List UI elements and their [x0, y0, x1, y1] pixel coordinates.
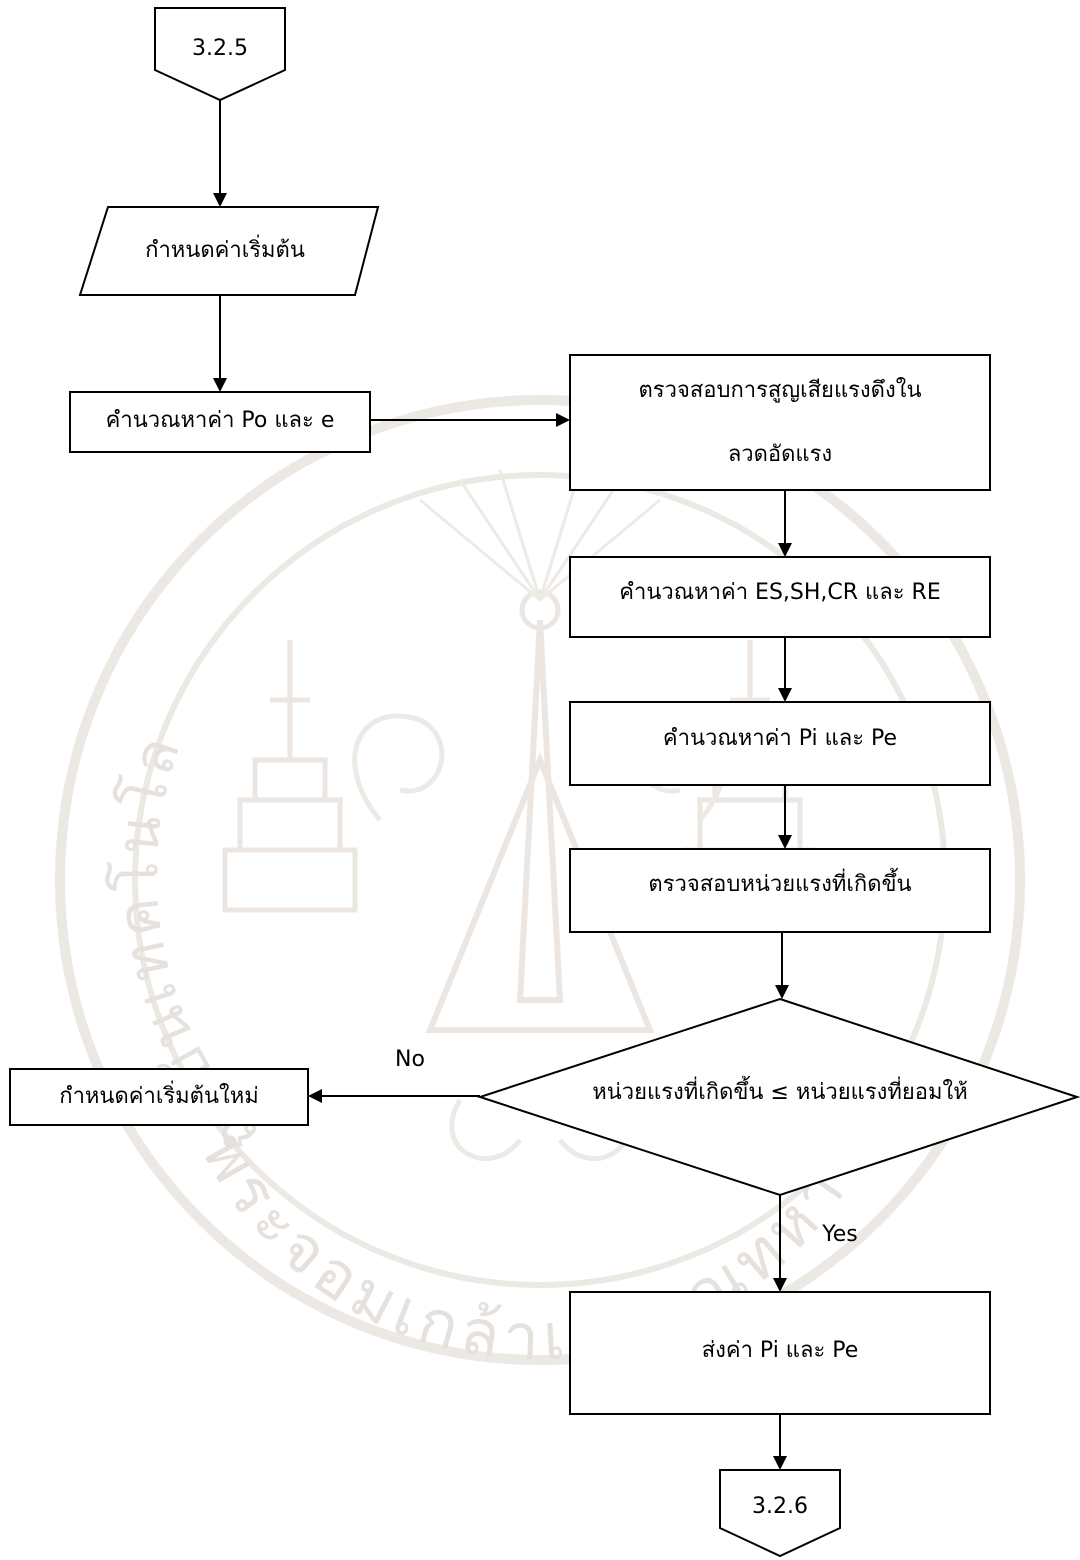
start-connector-label: 3.2.5: [192, 36, 248, 61]
process-box-calc-losses: [569, 556, 991, 638]
end-connector-label: 3.2.6: [752, 1494, 808, 1519]
process-box-calc-po-e: [69, 391, 371, 453]
process-box-output: [569, 1291, 991, 1415]
process-box-check-loss: [569, 354, 991, 491]
process-box-check-stress: [569, 848, 991, 933]
check-loss-label-line1: ตรวจสอบการสูญเสียแรงดึงใน: [638, 378, 922, 403]
process-box-reset: [9, 1068, 309, 1126]
check-loss-label-line2: ลวดอัดแรง: [727, 442, 833, 467]
calc-losses-label: คำนวณหาค่า ES,SH,CR และ RE: [619, 580, 941, 605]
reset-step-label: กำหนดค่าเริ่มต้นใหม่: [59, 1084, 259, 1109]
process-box-calc-pi-pe: [569, 701, 991, 786]
seal-left-text: สถาบันเทคโนโลยี: [0, 0, 269, 1169]
no-branch-label: No: [395, 1047, 425, 1072]
svg-text:สถาบันเทคโนโลยี: สถาบันเทคโนโลยี: [0, 0, 273, 1169]
yes-branch-label: Yes: [822, 1222, 858, 1247]
input-step-label: กำหนดค่าเริ่มต้น: [145, 238, 305, 263]
output-step-label: ส่งค่า Pi และ Pe: [701, 1338, 859, 1363]
calc-pi-pe-label: คำนวณหาค่า Pi และ Pe: [662, 726, 898, 751]
input-parallelogram: [78, 206, 380, 296]
flow-arrows: [213, 100, 792, 1470]
decision-diamond: [476, 997, 1080, 1197]
check-stress-label: ตรวจสอบหน่วยแรงที่เกิดขึ้น: [648, 872, 912, 897]
calc-po-e-label: คำนวณหาค่า Po และ e: [105, 408, 335, 433]
end-connector-shape: [719, 1469, 841, 1558]
decision-label: หน่วยแรงที่เกิดขึ้น ≤ หน่วยแรงที่ยอมให้: [592, 1080, 968, 1105]
start-connector-shape: [154, 7, 286, 102]
